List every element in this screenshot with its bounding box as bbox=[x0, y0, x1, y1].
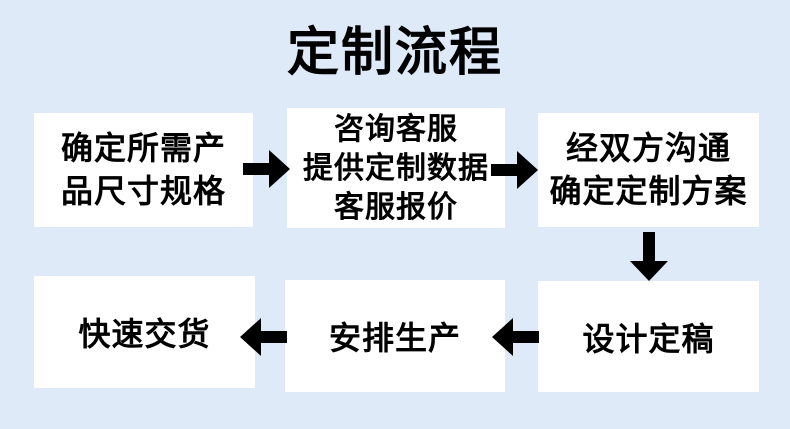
arrow-right-icon-step2-step3 bbox=[491, 150, 539, 190]
flow-step-confirm-custom-plan: 经双方沟通 确定定制方案 bbox=[538, 113, 759, 227]
step-text-line: 咨询客服 bbox=[334, 112, 458, 146]
page-title: 定制流程 bbox=[286, 24, 503, 82]
flow-step-fast-delivery: 快速交货 bbox=[34, 276, 255, 388]
step-text-line: 确定所需产 bbox=[60, 130, 226, 166]
arrow-right-icon-step1-step2 bbox=[243, 149, 291, 189]
arrow-left-icon-step4-step5 bbox=[491, 317, 539, 357]
arrow-down-icon-step3-step4 bbox=[629, 232, 669, 282]
arrow-left-icon-step5-step6 bbox=[239, 317, 287, 357]
step-text-line: 经双方沟通 bbox=[565, 130, 731, 166]
step-text-line: 客服报价 bbox=[334, 190, 458, 224]
flow-step-arrange-production: 安排生产 bbox=[285, 280, 505, 392]
step-text-line: 设计定稿 bbox=[582, 320, 715, 357]
step-text-line: 提供定制数据 bbox=[303, 151, 489, 185]
step-text-line: 品尺寸规格 bbox=[60, 173, 226, 209]
step-text-line: 快速交货 bbox=[78, 316, 211, 352]
flow-step-design-finalized: 设计定稿 bbox=[538, 281, 759, 392]
flow-step-confirm-product-specs: 确定所需产 品尺寸规格 bbox=[34, 113, 253, 227]
step-text-line: 确定定制方案 bbox=[549, 173, 748, 209]
step-text-line: 安排生产 bbox=[328, 320, 461, 356]
flow-step-contact-customer-service: 咨询客服 提供定制数据 客服报价 bbox=[287, 108, 505, 228]
